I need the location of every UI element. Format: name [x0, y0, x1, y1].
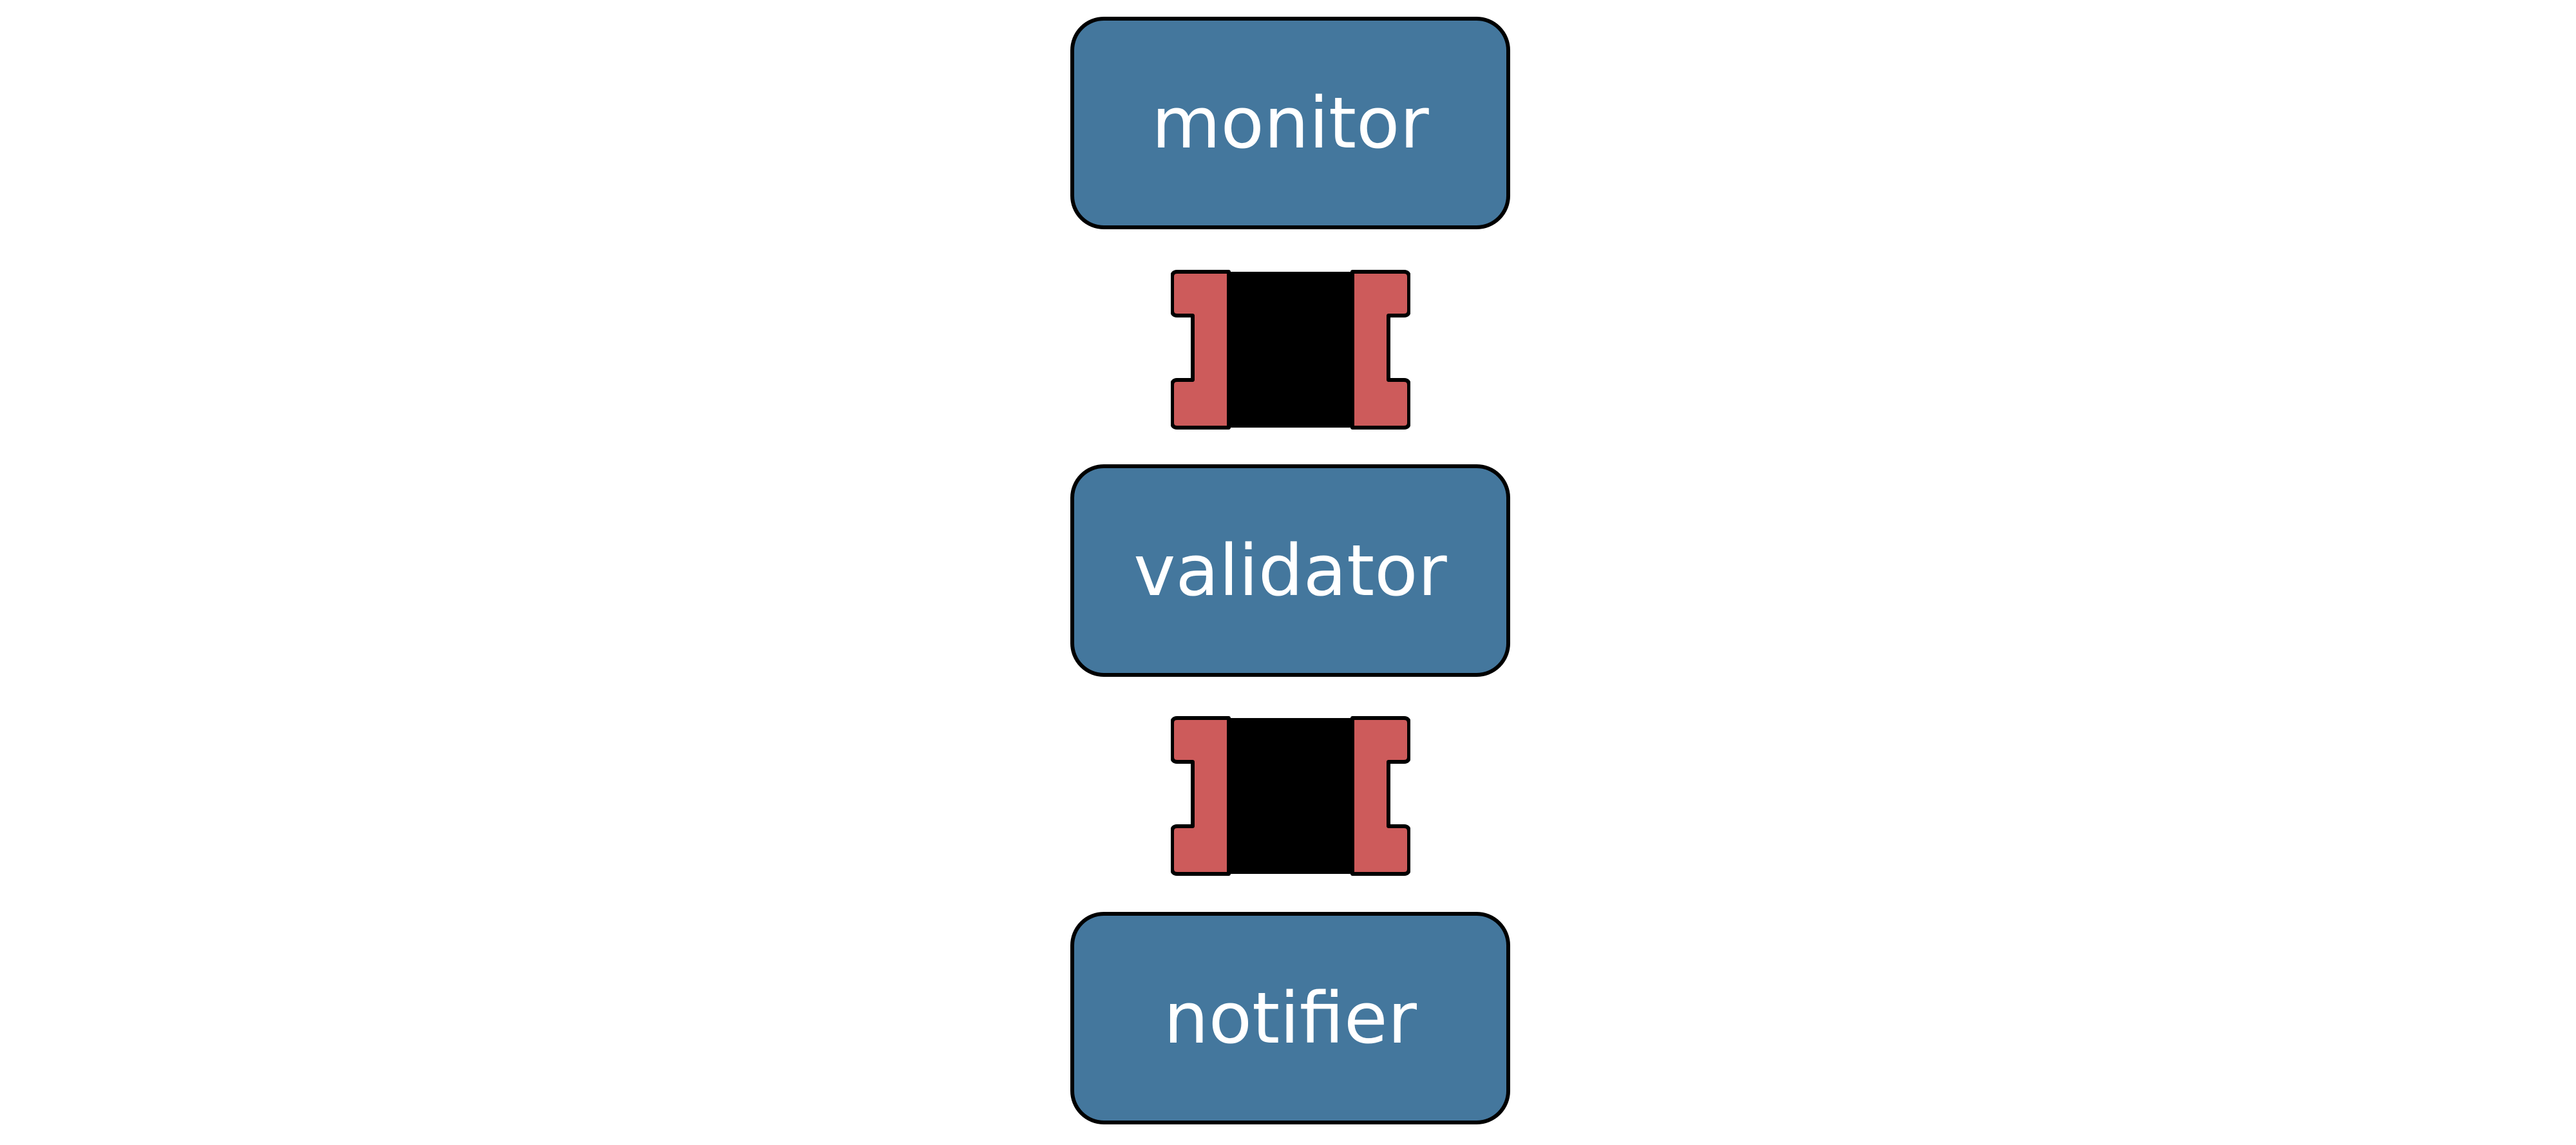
connector-left-bracket	[1171, 270, 1231, 430]
node-label-notifier: notifier	[1164, 977, 1417, 1059]
connector-validator-notifier	[1171, 716, 1410, 876]
connector-shape	[1171, 270, 1410, 430]
connector-core	[1229, 272, 1352, 428]
node-label-monitor: monitor	[1151, 82, 1429, 164]
connector-monitor-validator	[1171, 270, 1410, 430]
connector-core	[1229, 718, 1352, 874]
node-notifier: notifier	[1070, 912, 1510, 1124]
node-monitor: monitor	[1070, 17, 1510, 229]
connector-shape	[1171, 716, 1410, 876]
connector-right-bracket	[1350, 270, 1410, 430]
connector-left-bracket	[1171, 716, 1231, 876]
node-label-validator: validator	[1133, 529, 1447, 612]
node-validator: validator	[1070, 464, 1510, 677]
connector-right-bracket	[1350, 716, 1410, 876]
